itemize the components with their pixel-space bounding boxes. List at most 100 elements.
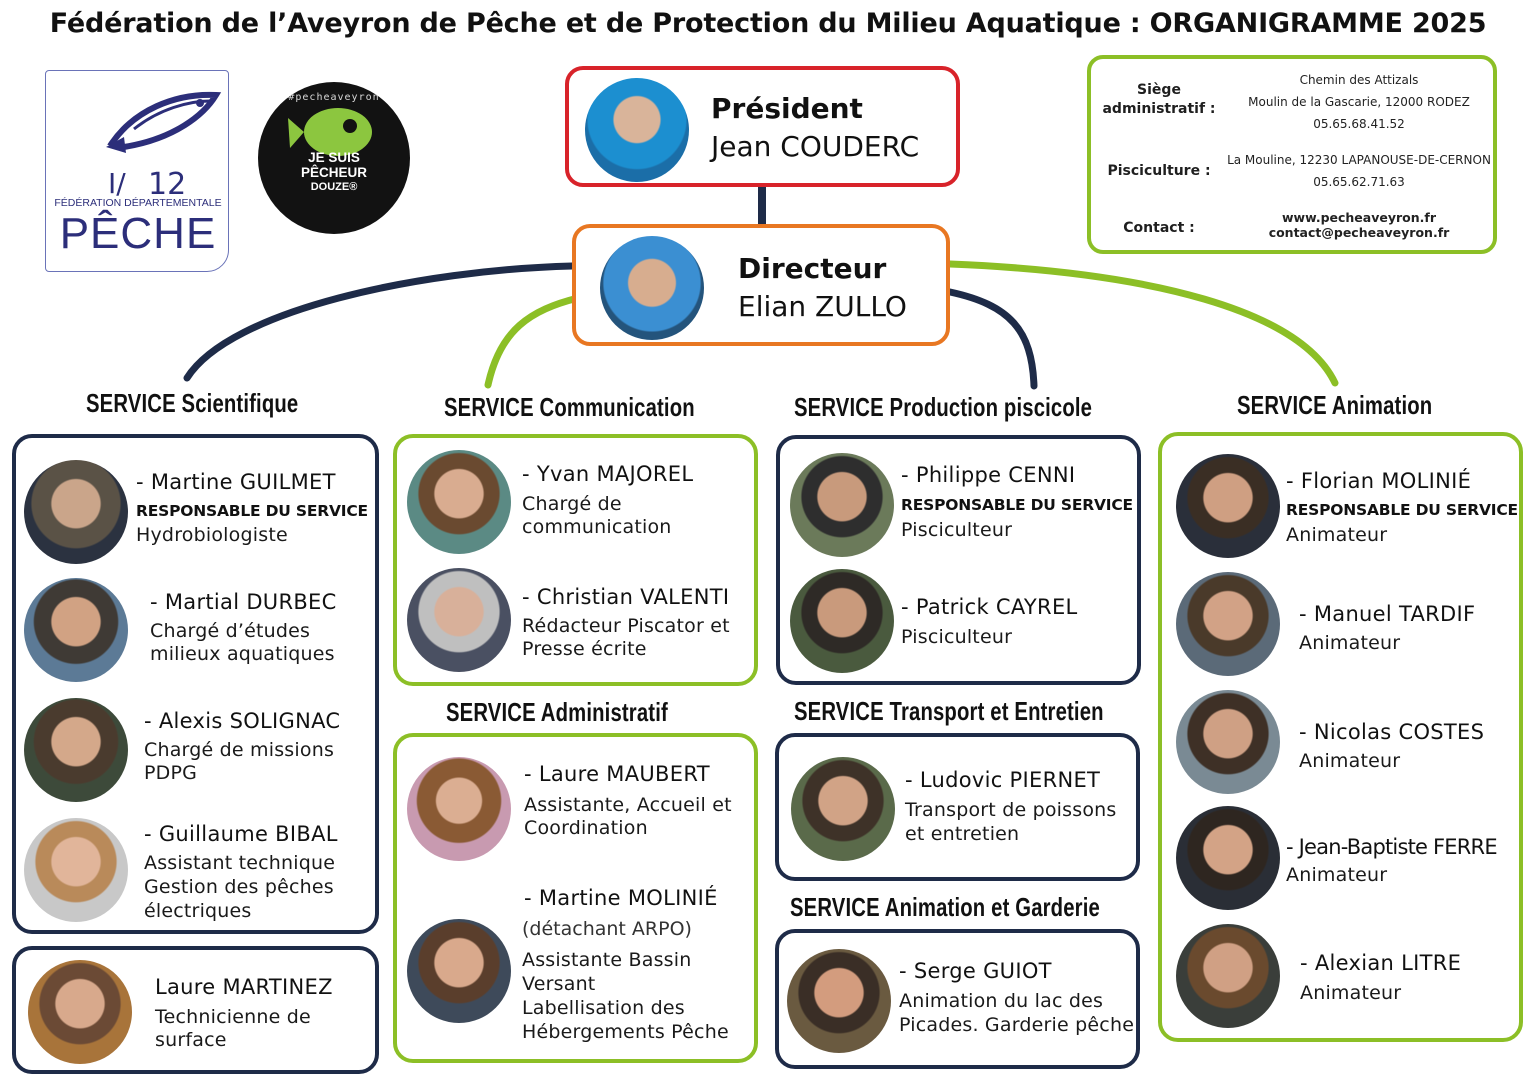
president-role: Président [711, 92, 863, 125]
service-garderie-title: SERVICE Animation et Garderie [790, 892, 1100, 922]
member-role: Animateur [1300, 982, 1402, 1004]
douze-hashtag: #pecheaveyron [288, 92, 380, 103]
member-responsable-badge: RESPONSABLE DU SERVICE [901, 496, 1133, 514]
member-name: - Yvan MAJOREL [522, 462, 694, 486]
member-name: - Florian MOLINIÉ [1286, 469, 1472, 493]
member-name: - Manuel TARDIF [1299, 602, 1476, 626]
member-avatar [407, 568, 511, 672]
member-role: Labellisation des [522, 997, 685, 1019]
member-name: - Martial DURBEC [150, 590, 337, 614]
address-box: Siège administratif : Chemin des Attizal… [1087, 55, 1497, 254]
member-role: Transport de poissons [905, 799, 1117, 821]
service-communication-box: - Yvan MAJOREL Chargé de communication -… [393, 434, 758, 686]
member-avatar [1176, 454, 1280, 558]
connector-animation [946, 260, 1339, 387]
service-transport-title: SERVICE Transport et Entretien [794, 696, 1104, 726]
siege-line1: Chemin des Attizals [1299, 73, 1419, 87]
member-role: milieux aquatiques [150, 643, 335, 665]
contact-label: Contact : [1123, 220, 1195, 236]
service-scientifique-title: SERVICE Scientifique [86, 388, 299, 418]
member-role: Presse écrite [522, 638, 647, 660]
connector-scientifique [183, 262, 576, 382]
member-role: et entretien [905, 823, 1020, 845]
member-avatar [24, 818, 128, 922]
member-role: Coordination [524, 817, 648, 839]
logo-text-line1: FÉDÉRATION DÉPARTEMENTALE [54, 197, 222, 209]
member-role: Assistante Bassin [522, 949, 692, 971]
member-role: Chargé d’études [150, 620, 311, 642]
member-avatar [24, 460, 128, 564]
service-production-title: SERVICE Production piscicole [794, 392, 1093, 422]
member-name: - Martine MOLINIÉ [524, 886, 718, 910]
member-avatar [407, 757, 511, 861]
member-avatar [407, 919, 511, 1023]
member-name: - Alexian LITRE [1300, 951, 1462, 975]
directeur-avatar [600, 236, 704, 340]
service-animation-box: - Florian MOLINIÉ RESPONSABLE DU SERVICE… [1158, 432, 1523, 1042]
member-role: Hébergements Pêche [522, 1021, 729, 1043]
member-avatar [790, 453, 894, 557]
member-role: Pisciculteur [901, 519, 1013, 541]
member-name: - Martine GUILMET [136, 470, 336, 494]
siege-line2: Moulin de la Gascarie, 12000 RODEZ [1248, 95, 1470, 109]
member-role: Chargé de [522, 493, 622, 515]
service-transport-box: - Ludovic PIERNET Transport de poissons … [775, 733, 1140, 881]
member-role: communication [522, 516, 672, 538]
member-name: - Christian VALENTI [522, 585, 730, 609]
member-role: surface [155, 1029, 227, 1051]
member-role: Assistant technique [144, 852, 336, 874]
member-avatar [1176, 572, 1280, 676]
member-role: électriques [144, 900, 252, 922]
logo-number: 12 [148, 167, 187, 202]
member-avatar [1176, 924, 1280, 1028]
member-detachment: (détachant ARPO) [522, 918, 692, 940]
logo-slash: I/ [108, 167, 126, 200]
member-role: Versant [522, 973, 596, 995]
directeur-role: Directeur [738, 252, 887, 285]
fish-logo-icon [106, 91, 222, 153]
email-link[interactable]: contact@pecheaveyron.fr [1268, 225, 1450, 240]
technicienne-box: Laure MARTINEZ Technicienne de surface [12, 946, 379, 1074]
service-scientifique-box: - Martine GUILMET RESPONSABLE DU SERVICE… [12, 434, 379, 934]
member-role: Animateur [1286, 864, 1388, 886]
member-avatar [1176, 690, 1280, 794]
member-name: - Serge GUIOT [899, 959, 1052, 983]
member-name: - Jean-Baptiste FERRE [1286, 835, 1498, 859]
member-role: Gestion des pêches [144, 876, 334, 898]
website-link[interactable]: www.pecheaveyron.fr [1281, 210, 1437, 225]
service-production-box: - Philippe CENNI RESPONSABLE DU SERVICE … [776, 435, 1141, 685]
connector-production [946, 288, 1038, 390]
member-avatar [787, 949, 891, 1053]
member-avatar [407, 450, 511, 554]
douze-text: JE SUIS PÊCHEUR DOUZE® [300, 150, 367, 193]
directeur-box: Directeur Elian ZULLO [572, 224, 950, 346]
member-role: PDPG [144, 762, 198, 784]
pisciculture-phone: 05.65.62.71.63 [1313, 175, 1405, 189]
member-name: - Patrick CAYREL [901, 595, 1078, 619]
service-garderie-box: - Serge GUIOT Animation du lac des Picad… [775, 929, 1140, 1069]
member-name: - Alexis SOLIGNAC [144, 709, 341, 733]
federation-logo: I/ 12 FÉDÉRATION DÉPARTEMENTALE PÊCHE [45, 70, 229, 272]
logo-text-line2: PÊCHE [59, 209, 217, 258]
member-name: - Nicolas COSTES [1299, 720, 1485, 744]
member-responsable-badge: RESPONSABLE DU SERVICE [1286, 501, 1518, 519]
member-name: - Philippe CENNI [901, 463, 1076, 487]
member-role: Animateur [1299, 750, 1401, 772]
service-animation-title: SERVICE Animation [1237, 390, 1433, 420]
member-name: - Guillaume BIBAL [144, 822, 338, 846]
directeur-name: Elian ZULLO [738, 290, 907, 323]
member-role: Picades. Garderie pêche [899, 1014, 1135, 1036]
pisciculture-line1: La Mouline, 12230 LAPANOUSE-DE-CERNON [1227, 153, 1491, 167]
pisciculture-label: Pisciculture : [1107, 163, 1211, 179]
member-name: - Ludovic PIERNET [905, 768, 1101, 792]
connector-communication [484, 294, 582, 389]
member-name: - Laure MAUBERT [524, 762, 710, 786]
member-role: Pisciculteur [901, 626, 1013, 648]
member-responsable-badge: RESPONSABLE DU SERVICE [136, 502, 368, 520]
president-box: Président Jean COUDERC [565, 66, 960, 187]
siege-phone: 05.65.68.41.52 [1313, 117, 1405, 131]
member-name: Laure MARTINEZ [155, 975, 333, 999]
service-administratif-title: SERVICE Administratif [446, 697, 668, 727]
member-role: Rédacteur Piscator et [522, 615, 730, 637]
